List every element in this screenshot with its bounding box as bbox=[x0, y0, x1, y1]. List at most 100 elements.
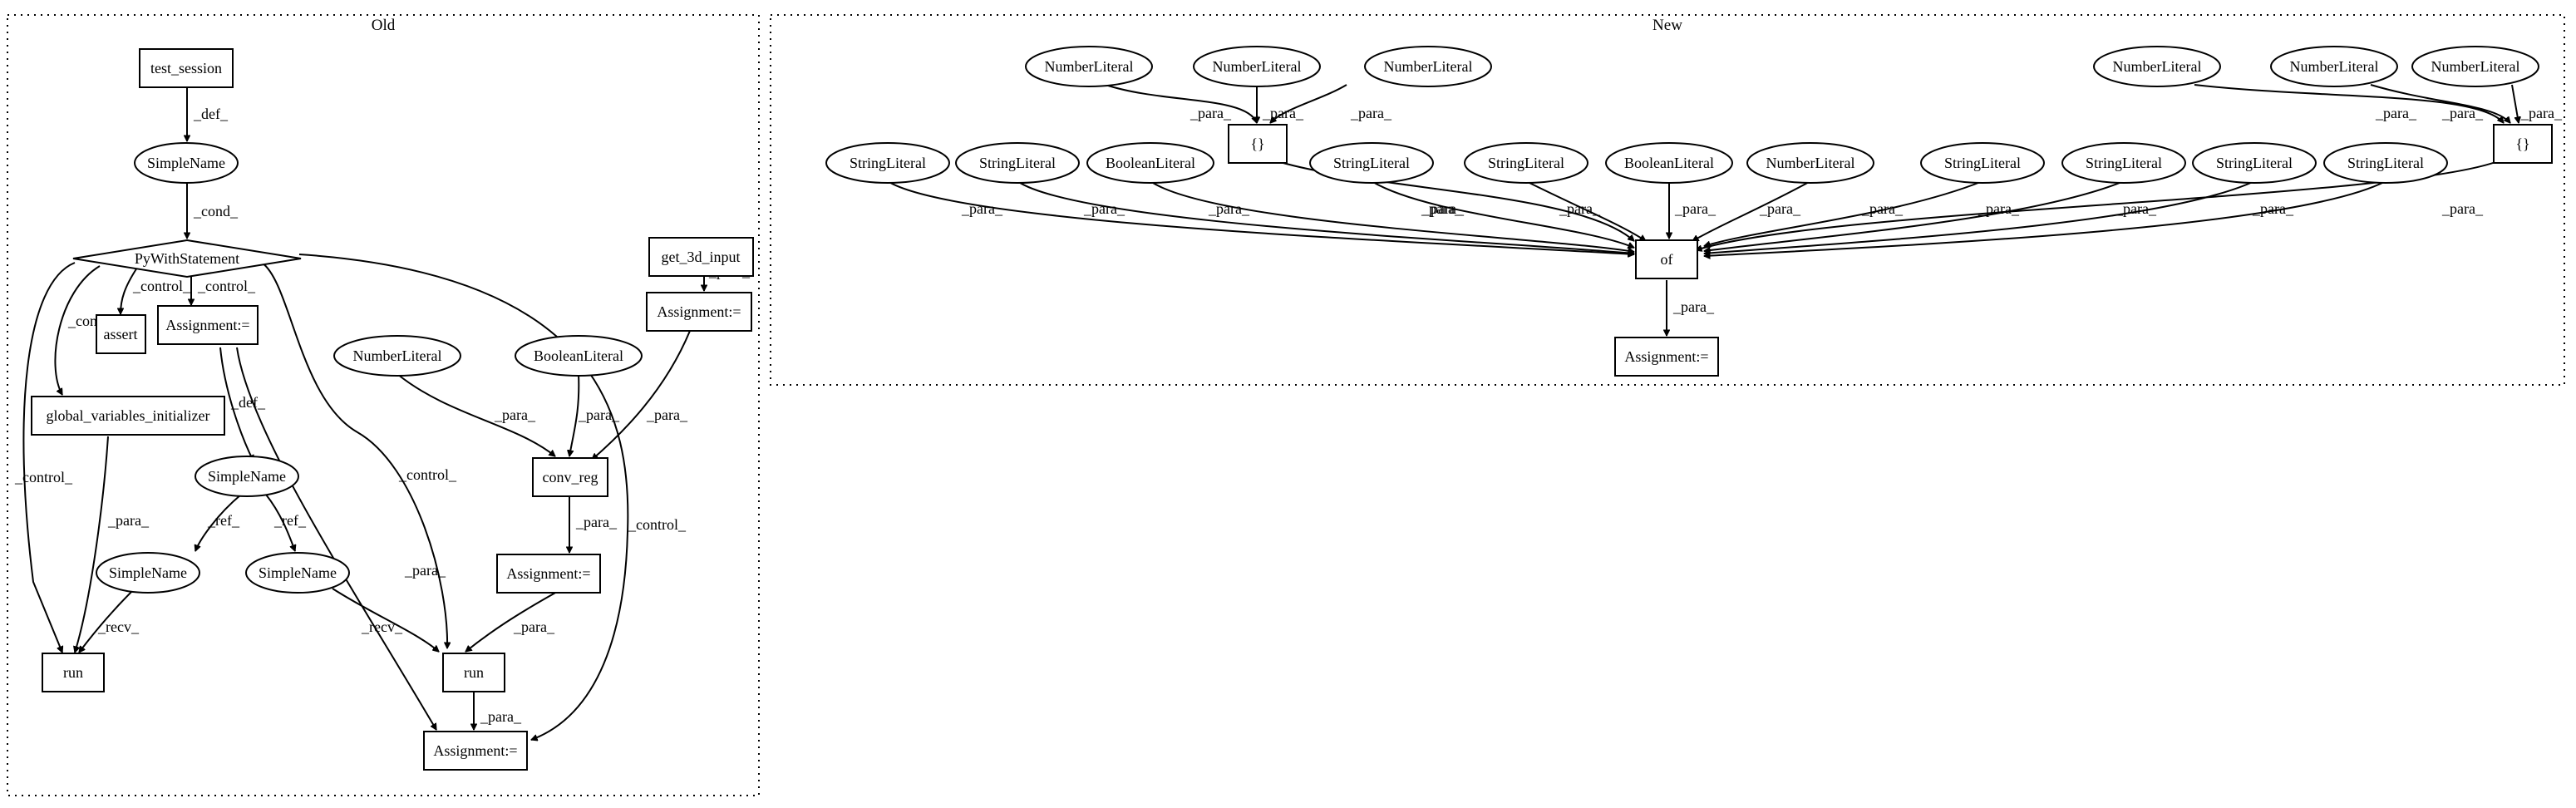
edge-label-para: _para_ bbox=[2520, 105, 2563, 121]
edge-sl3-to-of bbox=[1371, 180, 1634, 248]
edge-global-init-to-run-left bbox=[75, 436, 109, 653]
svg-text:NumberLiteral: NumberLiteral bbox=[1384, 58, 1473, 75]
node-assignment-bottom: Assignment:= bbox=[423, 731, 528, 771]
svg-text:NumberLiteral: NumberLiteral bbox=[2290, 58, 2379, 75]
node-booleanliteral-old: BooleanLiteral bbox=[515, 335, 643, 377]
edge-nl1-to-braces1 bbox=[1105, 84, 1257, 123]
svg-text:StringLiteral: StringLiteral bbox=[1488, 155, 1564, 171]
edge-label-para: _para_ bbox=[1421, 200, 1463, 217]
edge-label-control: _control_ bbox=[14, 469, 73, 485]
edge-label-para: _para_ bbox=[2441, 200, 2484, 217]
edge-label-para: _para_ bbox=[646, 406, 688, 423]
svg-text:StringLiteral: StringLiteral bbox=[2216, 155, 2293, 171]
node-braces-2: {} bbox=[2493, 124, 2553, 164]
svg-text:NumberLiteral: NumberLiteral bbox=[353, 347, 442, 364]
node-bl1: BooleanLiteral bbox=[1086, 142, 1214, 184]
svg-text:global_variables_initializer: global_variables_initializer bbox=[47, 407, 210, 424]
edge-bl1-to-of bbox=[1150, 180, 1634, 252]
edge-pywith-to-assert bbox=[121, 267, 138, 314]
node-simplename-b: SimpleName bbox=[195, 456, 299, 497]
edge-assign-a-to-assign-bottom bbox=[236, 347, 437, 730]
svg-text:StringLiteral: StringLiteral bbox=[2347, 155, 2424, 171]
svg-text:Assignment:=: Assignment:= bbox=[165, 317, 249, 333]
edge-label-para: _para_ bbox=[1559, 200, 1601, 217]
edge-nl7-to-of bbox=[1692, 180, 1811, 242]
edge-label-para: _para_ bbox=[1978, 200, 2020, 217]
cluster-old-title: Old bbox=[372, 17, 396, 34]
edge-label-para: _para_ bbox=[107, 512, 150, 529]
edge-label-para: _para_ bbox=[1208, 200, 1250, 217]
svg-text:NumberLiteral: NumberLiteral bbox=[1045, 58, 1134, 75]
svg-text:run: run bbox=[63, 664, 83, 681]
edge-label-para: _para_ bbox=[404, 562, 446, 579]
edge-nl4-to-braces2 bbox=[2194, 84, 2504, 123]
edge-label-para: _para_ bbox=[1083, 200, 1125, 217]
node-test-session: test_session bbox=[139, 48, 234, 88]
svg-text:run: run bbox=[464, 664, 484, 681]
svg-text:{}: {} bbox=[1250, 135, 1264, 152]
svg-text:NumberLiteral: NumberLiteral bbox=[1766, 155, 1855, 171]
node-sl2: StringLiteral bbox=[955, 142, 1080, 184]
edge-label-para: _para_ bbox=[2252, 200, 2294, 217]
svg-text:NumberLiteral: NumberLiteral bbox=[2113, 58, 2202, 75]
edge-nl6-to-braces2 bbox=[2511, 84, 2519, 123]
edge-nl5-to-braces2 bbox=[2370, 84, 2510, 123]
edge-simplename-b-to-c bbox=[195, 494, 242, 551]
edge-label-ref: _ref_ bbox=[207, 512, 240, 529]
edge-sl1-to-of bbox=[887, 180, 1634, 254]
edge-label-para: _para_ bbox=[480, 708, 522, 725]
edge-label-cond: _cond_ bbox=[193, 203, 239, 219]
svg-text:StringLiteral: StringLiteral bbox=[1944, 155, 2021, 171]
edge-label-para: _para_ bbox=[575, 514, 618, 530]
node-simplename-c: SimpleName bbox=[96, 552, 200, 594]
svg-text:get_3d_input: get_3d_input bbox=[662, 249, 741, 265]
edge-label-control: _control_ bbox=[132, 278, 191, 294]
svg-text:PyWithStatement: PyWithStatement bbox=[135, 250, 239, 267]
svg-text:{}: {} bbox=[2515, 135, 2529, 152]
edge-pywith-to-run-left bbox=[22, 262, 76, 653]
node-assignment-new: Assignment:= bbox=[1614, 337, 1719, 377]
node-simplename-d: SimpleName bbox=[245, 552, 350, 594]
svg-text:SimpleName: SimpleName bbox=[208, 468, 286, 485]
edges-new: _para_ _para_ _para_ _para_ _para_ _para… bbox=[887, 84, 2563, 336]
cluster-new: New bbox=[770, 14, 2565, 386]
edge-sl5-to-of bbox=[1704, 180, 1983, 246]
node-nl4: NumberLiteral bbox=[2093, 46, 2221, 87]
edge-label-para: _para_ bbox=[1422, 200, 1465, 217]
edge-numlit-to-conv-reg bbox=[396, 373, 555, 456]
node-run-left: run bbox=[42, 653, 105, 692]
node-nl5: NumberLiteral bbox=[2270, 46, 2398, 87]
edge-label-para: _para_ bbox=[2441, 105, 2484, 121]
svg-text:conv_reg: conv_reg bbox=[543, 469, 598, 485]
svg-text:StringLiteral: StringLiteral bbox=[979, 155, 1056, 171]
svg-text:Assignment:=: Assignment:= bbox=[657, 303, 741, 320]
svg-text:Assignment:=: Assignment:= bbox=[1624, 348, 1708, 365]
node-of: of bbox=[1635, 239, 1698, 279]
edge-label-para: _para_ bbox=[1674, 200, 1717, 217]
node-assignment-a: Assignment:= bbox=[157, 305, 259, 345]
edge-label-control: _control_ bbox=[197, 278, 256, 294]
edge-sl7-to-of bbox=[1704, 180, 2255, 254]
edge-assign-a-to-simplename-b bbox=[219, 347, 254, 461]
svg-text:assert: assert bbox=[104, 326, 138, 342]
edge-simplename-d-to-run-mid bbox=[332, 588, 439, 652]
edge-label-recv: _recv_ bbox=[361, 618, 403, 635]
node-sl6: StringLiteral bbox=[2061, 142, 2186, 184]
edge-label-para: _para_ bbox=[1672, 298, 1715, 315]
edge-label-para: _para_ bbox=[961, 200, 1003, 217]
node-run-mid: run bbox=[442, 653, 505, 692]
node-assert: assert bbox=[96, 314, 146, 354]
edge-label-para: _para_ bbox=[1861, 200, 1904, 217]
edge-label-recv: _recv_ bbox=[97, 618, 140, 635]
edge-label-para: _para_ bbox=[2375, 105, 2417, 121]
edge-label-ref: _ref_ bbox=[273, 512, 307, 529]
svg-text:StringLiteral: StringLiteral bbox=[850, 155, 926, 171]
edge-label-para: _para_ bbox=[1759, 200, 1801, 217]
edge-assign-get3d-to-conv-reg bbox=[592, 330, 691, 460]
node-assignment-get3d: Assignment:= bbox=[646, 292, 752, 332]
node-simplename-root: SimpleName bbox=[134, 142, 239, 184]
svg-text:SimpleName: SimpleName bbox=[109, 564, 187, 581]
svg-text:NumberLiteral: NumberLiteral bbox=[1213, 58, 1302, 75]
edge-pywith-to-run-mid bbox=[261, 262, 447, 648]
